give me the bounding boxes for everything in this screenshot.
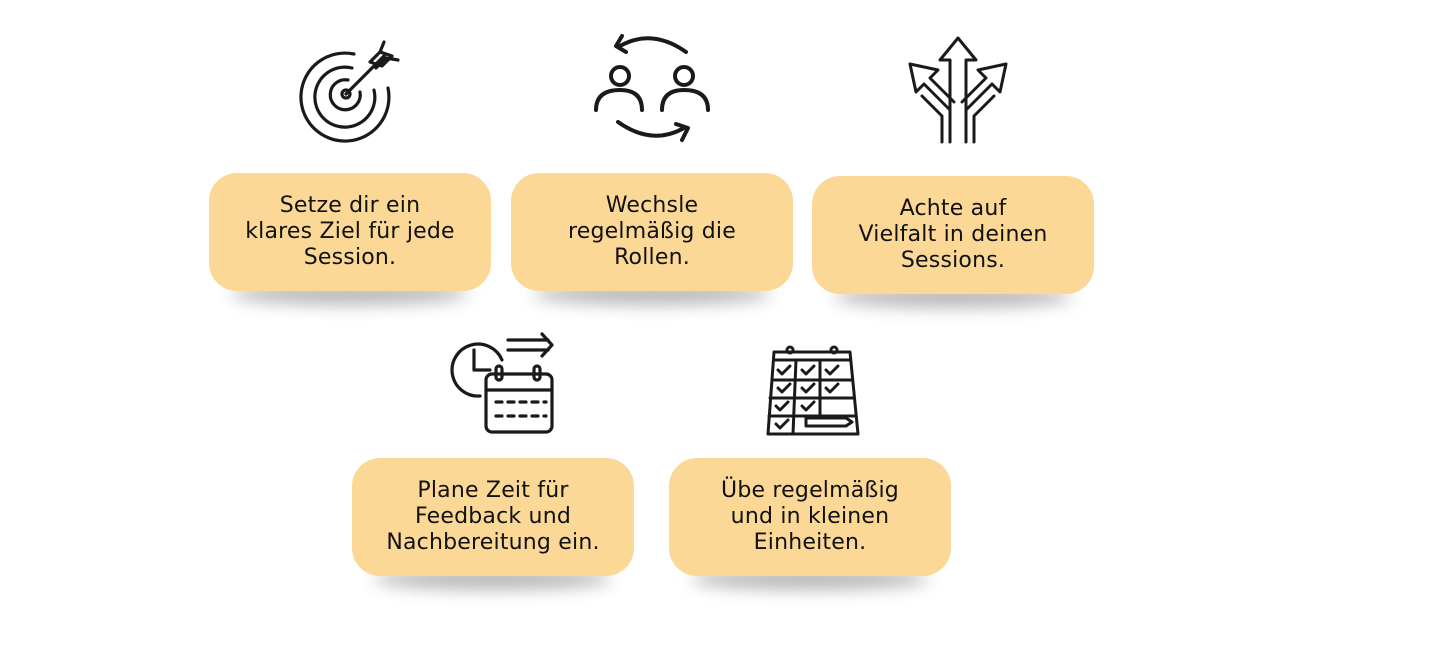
- tip-card-body: Plane Zeit für Feedback und Nachbereitun…: [352, 458, 634, 576]
- tip-card-feedback: Plane Zeit für Feedback und Nachbereitun…: [352, 458, 634, 590]
- tip-text: Wechsle regelmäßig die Rollen.: [568, 193, 736, 270]
- tip-card-body: Wechsle regelmäßig die Rollen.: [511, 173, 793, 291]
- tip-text: Übe regelmäßig und in kleinen Einheiten.: [721, 478, 899, 555]
- tip-card-practice: Übe regelmäßig und in kleinen Einheiten.: [669, 458, 951, 590]
- tip-card-body: Achte auf Vielfalt in deinen Sessions.: [812, 176, 1094, 294]
- tip-text: Plane Zeit für Feedback und Nachbereitun…: [386, 478, 600, 555]
- tip-text: Achte auf Vielfalt in deinen Sessions.: [858, 196, 1048, 273]
- tip-card-goal: Setze dir ein klares Ziel für jede Sessi…: [209, 173, 491, 305]
- target-arrow-icon: [296, 34, 408, 146]
- tip-text: Setze dir ein klares Ziel für jede Sessi…: [245, 193, 455, 270]
- diverging-arrows-icon: [902, 34, 1014, 144]
- checklist-calendar-icon: [762, 340, 862, 440]
- tip-card-body: Setze dir ein klares Ziel für jede Sessi…: [209, 173, 491, 291]
- tip-card-variety: Achte auf Vielfalt in deinen Sessions.: [812, 176, 1094, 308]
- clock-calendar-icon: [444, 326, 558, 436]
- tip-card-roles: Wechsle regelmäßig die Rollen.: [511, 173, 793, 305]
- people-swap-icon: [590, 32, 714, 146]
- tip-card-body: Übe regelmäßig und in kleinen Einheiten.: [669, 458, 951, 576]
